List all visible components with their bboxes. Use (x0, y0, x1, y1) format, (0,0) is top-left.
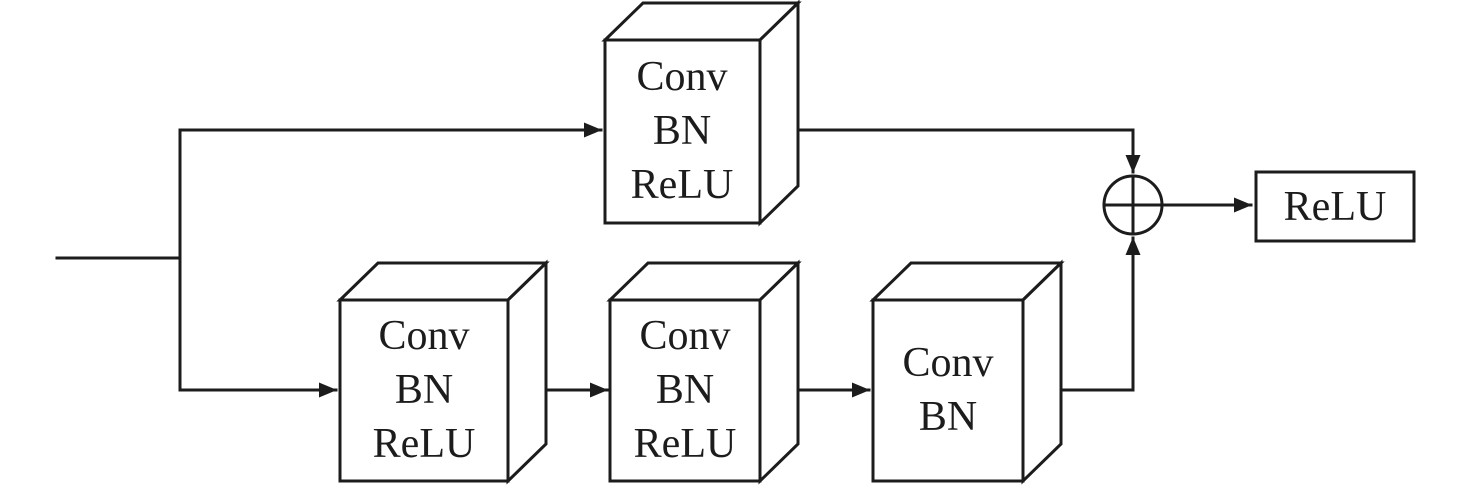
cube-right-face (506, 259, 548, 485)
cube-right-face (758, 0, 800, 227)
block-bottom-conv2: Conv BN ReLU (606, 259, 802, 485)
block-label-line: ReLU (373, 421, 476, 467)
output-label: ReLU (1284, 184, 1387, 230)
cube-front-face (338, 298, 510, 483)
cube-right-face (758, 259, 800, 485)
output-box (1254, 170, 1416, 243)
block-top-conv-bn-relu: Conv BN ReLU (601, 0, 802, 227)
block-output-relu: ReLU (1254, 170, 1416, 243)
cube-right-face (1021, 259, 1063, 485)
add-operator (1102, 174, 1164, 236)
block-label-line: ReLU (631, 162, 734, 208)
cube-front-face (608, 298, 762, 483)
block-label-line: Conv (378, 313, 469, 359)
block-label-line: BN (395, 367, 453, 413)
cube-front-face (603, 38, 762, 225)
block-label-line: Conv (639, 313, 730, 359)
block-label-line: Conv (636, 54, 727, 100)
block-label-line: ReLU (634, 421, 737, 467)
block-label-line: BN (656, 367, 714, 413)
cube-front-face (871, 298, 1025, 483)
block-label-line: BN (653, 108, 711, 154)
block-bottom-conv1: Conv BN ReLU (336, 259, 550, 485)
block-bottom-conv3: Conv BN (869, 259, 1065, 485)
block-label-line: Conv (902, 340, 993, 386)
arrow-top-branch-to-add (758, 128, 1141, 174)
block-label-line: BN (919, 394, 977, 440)
